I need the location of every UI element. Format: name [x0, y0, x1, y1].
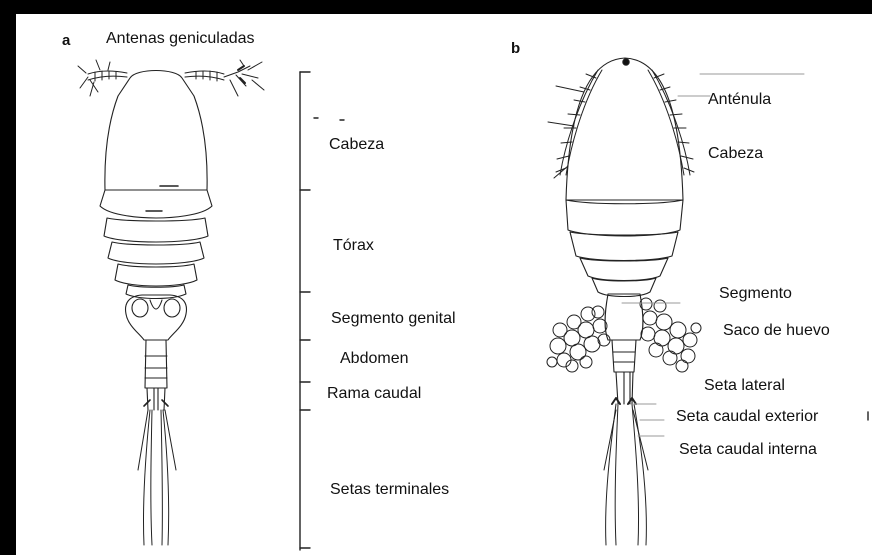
terminal-setae-a: [138, 410, 176, 545]
egg-sac-left: [547, 306, 610, 372]
thorax-seg-3: [108, 242, 204, 264]
head-b: [566, 58, 683, 200]
geniculate-antenna-left: [78, 60, 127, 96]
abdomen-b: [612, 340, 636, 372]
label-cabeza-a: Cabeza: [329, 137, 384, 153]
caudal-setae-b: [604, 404, 648, 545]
thorax-seg-2: [104, 218, 208, 242]
label-seta-caudal-interna: Seta caudal interna: [679, 442, 817, 458]
label-seta-caudal-exterior: Seta caudal exterior: [676, 409, 818, 425]
copepod-a-drawing: [78, 60, 344, 550]
thorax-b: [566, 200, 683, 236]
abdomen-a: [145, 340, 167, 388]
label-cabeza-b: Cabeza: [708, 146, 763, 162]
panel-b-letter: b: [511, 41, 520, 56]
label-torax: Tórax: [333, 238, 374, 254]
label-antenula: Anténula: [708, 92, 771, 108]
label-antenas-geniculadas: Antenas geniculadas: [106, 31, 255, 47]
label-segmento: Segmento: [719, 286, 792, 302]
label-saco-de-huevo: Saco de huevo: [723, 323, 830, 339]
body-region-bracket-a: [300, 72, 310, 550]
label-abdomen: Abdomen: [340, 351, 409, 367]
caudal-rami-a: [147, 388, 165, 410]
head-a: [105, 71, 207, 191]
panel-a-letter: a: [62, 33, 70, 48]
geniculate-antenna-right: [185, 60, 264, 96]
egg-sac-right: [640, 298, 701, 372]
label-segmento-genital: Segmento genital: [331, 311, 456, 327]
label-rama-caudal: Rama caudal: [327, 386, 421, 402]
label-seta-lateral: Seta lateral: [704, 378, 785, 394]
copepod-b-drawing: [547, 58, 868, 545]
antennule-left: [548, 70, 602, 178]
thorax-seg-4: [115, 264, 197, 286]
antennule-right: [648, 70, 694, 175]
label-setas-terminales: Setas terminales: [330, 482, 449, 498]
thorax-seg-1: [100, 190, 212, 218]
genital-segment-b: [605, 294, 643, 340]
